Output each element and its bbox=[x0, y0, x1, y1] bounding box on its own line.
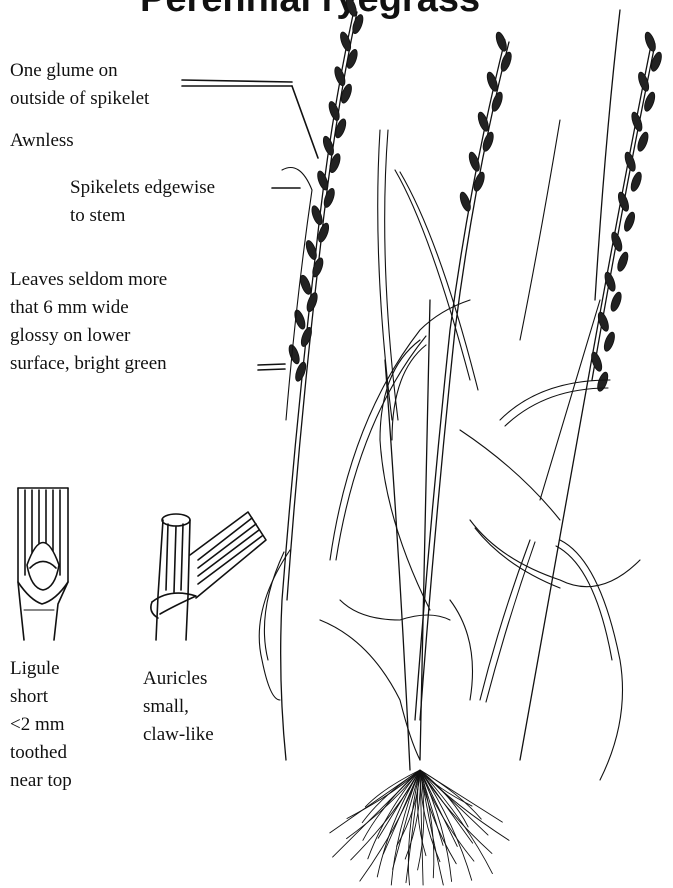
spikelet bbox=[287, 344, 301, 366]
spikelet bbox=[629, 171, 643, 193]
spikelet bbox=[616, 191, 630, 213]
spikelet bbox=[344, 0, 358, 17]
spikelet bbox=[494, 31, 508, 53]
root-strand bbox=[393, 770, 420, 869]
spikelet bbox=[609, 291, 623, 313]
spikelet bbox=[596, 371, 610, 393]
spikelet bbox=[623, 151, 637, 173]
root-strand bbox=[333, 770, 420, 857]
root-strand bbox=[420, 770, 473, 843]
roots bbox=[330, 770, 509, 885]
root-strand bbox=[420, 770, 509, 840]
pointer-lines bbox=[182, 80, 318, 370]
spikelet bbox=[616, 251, 630, 273]
spikelet bbox=[603, 271, 617, 293]
spikelet bbox=[305, 291, 319, 313]
spikelet bbox=[636, 131, 650, 153]
spikelet bbox=[602, 331, 616, 353]
ligule-detail bbox=[18, 488, 68, 640]
spikelet bbox=[622, 211, 636, 233]
spikelet bbox=[310, 205, 324, 227]
spikelet bbox=[328, 152, 342, 174]
spikelet bbox=[299, 326, 313, 348]
spikelet bbox=[630, 111, 644, 133]
auricle-detail bbox=[151, 512, 266, 640]
spikelet bbox=[322, 187, 336, 209]
spikelet bbox=[643, 31, 657, 53]
spikelet bbox=[311, 257, 325, 279]
